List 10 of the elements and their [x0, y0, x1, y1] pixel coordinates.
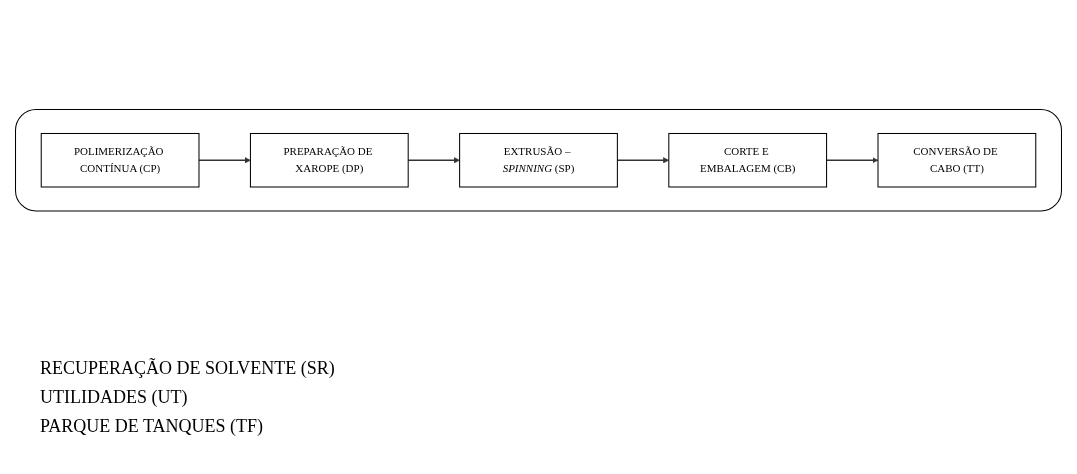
cluster: [15, 108, 1062, 212]
node-box: PREPARAÇÃO DE XAROPE (DP): [249, 132, 409, 188]
node-box: EXTRUSÃO – SPINNING (SP): [459, 132, 618, 188]
node-box: CORTE E EMBALAGEM (CB): [668, 132, 828, 188]
node-box: POLIMERIZAÇÃO CONTÍNUA (CP): [40, 132, 200, 188]
arrow: [198, 156, 251, 163]
node-box: CONVERSÃO DE CABO (TT): [877, 132, 1037, 188]
note-text: RECUPERAÇÃO DE SOLVENTE (SR): [40, 358, 335, 379]
note-text: UTILIDADES (UT): [40, 387, 189, 408]
note-text: PARQUE DE TANQUES (TF): [40, 416, 265, 437]
